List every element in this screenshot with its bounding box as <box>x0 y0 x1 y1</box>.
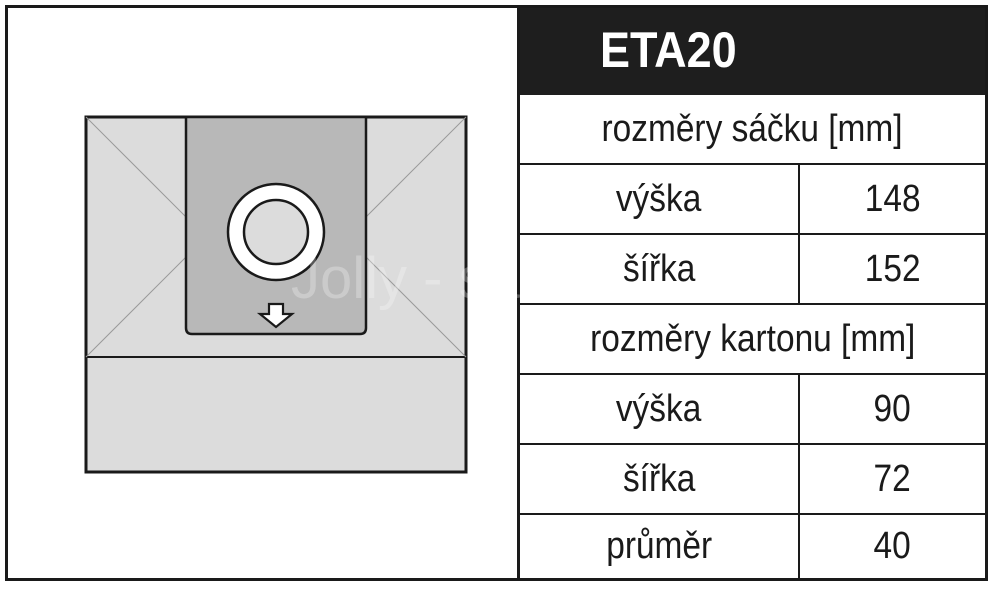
row-value: 152 <box>864 247 921 290</box>
carton-section-header: rozměry kartonu [mm] <box>589 317 916 360</box>
watermark-text: Jolly - sáčky <box>291 246 520 311</box>
table-row: šířka 152 <box>520 235 985 305</box>
bag-illustration-panel: Jolly - sáčky <box>8 8 520 578</box>
product-card: Jolly - sáčky ETA20 rozměry sáčku [mm] v… <box>5 5 988 581</box>
row-label: šířka <box>520 445 800 513</box>
bag-section-header: rozměry sáčku [mm] <box>601 107 903 150</box>
model-header: ETA20 <box>520 8 985 95</box>
model-title: ETA20 <box>600 22 737 78</box>
table-row: výška 90 <box>520 375 985 445</box>
row-value: 90 <box>873 387 912 430</box>
bag-illustration: Jolly - sáčky <box>84 115 520 474</box>
bag-section-header-row: rozměry sáčku [mm] <box>520 95 985 165</box>
row-value: 148 <box>864 177 921 220</box>
carton-section-header-row: rozměry kartonu [mm] <box>520 305 985 375</box>
row-label: průměr <box>520 515 800 578</box>
row-label: šířka <box>520 235 800 303</box>
dimensions-table: ETA20 rozměry sáčku [mm] výška 148 šířka… <box>520 8 985 578</box>
table-row: šířka 72 <box>520 445 985 515</box>
row-value: 72 <box>873 457 912 500</box>
table-row: průměr 40 <box>520 515 985 578</box>
row-label: výška <box>520 375 800 443</box>
arrow-down-icon <box>256 302 296 329</box>
table-row: výška 148 <box>520 165 985 235</box>
inlet-hole <box>242 198 310 266</box>
row-label: výška <box>520 165 800 233</box>
row-value: 40 <box>873 525 912 567</box>
